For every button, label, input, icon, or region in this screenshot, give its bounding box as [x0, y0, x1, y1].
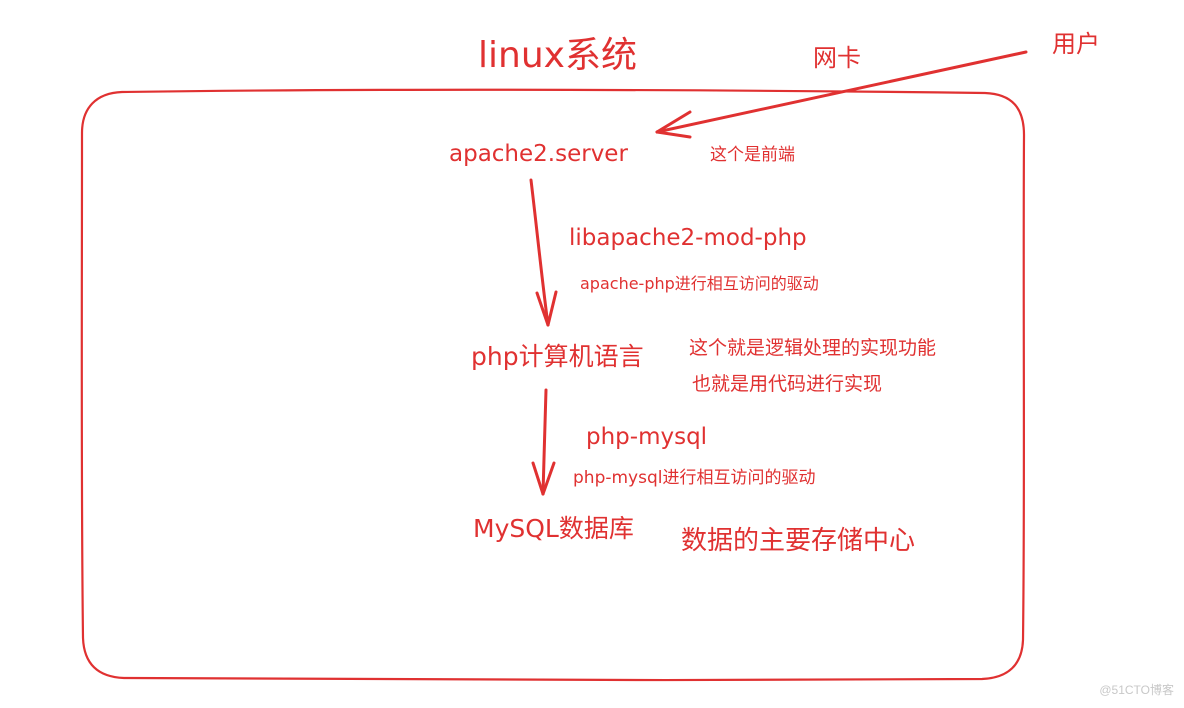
php-note-line2: 也就是用代码进行实现 [692, 373, 883, 395]
mysql-note: 数据的主要存储中心 [681, 526, 916, 556]
php-mysql-driver-note: php-mysql进行相互访问的驱动 [573, 468, 816, 488]
nic-label: 网卡 [813, 44, 861, 72]
user-to-apache-arrow [655, 50, 1028, 139]
php-mysql-module-label: php-mysql [586, 424, 708, 450]
php-language-label: php计算机语言 [471, 342, 644, 371]
mysql-database-label: MySQL数据库 [473, 514, 634, 543]
apache-php-driver-note: apache-php进行相互访问的驱动 [580, 274, 819, 293]
php-note-line1: 这个就是逻辑处理的实现功能 [689, 337, 937, 359]
apache-server-label: apache2.server [449, 141, 628, 167]
frontend-note: 这个是前端 [710, 145, 795, 165]
user-label: 用户 [1052, 30, 1100, 58]
php-to-mysql-arrow [531, 388, 556, 496]
diagram-title: linux系统 [478, 35, 637, 76]
apache-to-php-arrow [529, 178, 558, 327]
linux-system-box [80, 88, 1026, 682]
watermark: @51CTO博客 [1099, 683, 1174, 697]
libapache-module-label: libapache2-mod-php [569, 225, 807, 251]
